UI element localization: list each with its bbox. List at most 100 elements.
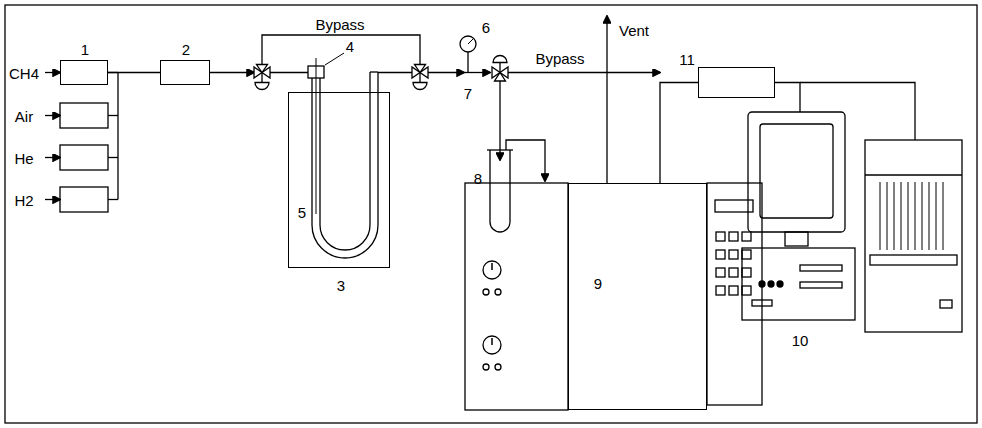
- valve-body: [495, 73, 506, 82]
- gc-key: [729, 268, 738, 277]
- furnace: 3: [288, 92, 390, 268]
- gc-key: [716, 286, 725, 295]
- monitor: [748, 112, 845, 232]
- connector-line: [775, 83, 800, 113]
- gas-line: [108, 157, 118, 158]
- gas-line: [108, 115, 118, 116]
- valve-actuator: [255, 83, 269, 90]
- computer-button: [777, 281, 783, 287]
- gas-line: [378, 72, 412, 73]
- printer-paper: [915, 182, 916, 250]
- monitor-stand: [785, 232, 808, 246]
- cold-trap: [490, 150, 510, 232]
- printer-paper: [936, 182, 937, 250]
- printer-paper: [880, 182, 881, 250]
- manifold-line: [117, 73, 118, 200]
- bypass-line: [262, 35, 420, 64]
- valve-stem: [261, 73, 262, 83]
- bypass-line: [508, 72, 660, 73]
- pressure-gauge: [460, 36, 476, 52]
- gauge-needle: [468, 39, 473, 44]
- feed-arrow: [45, 157, 60, 158]
- printer-paper: [929, 182, 930, 250]
- gas-label: H2: [14, 192, 33, 207]
- cold-trap: [487, 149, 513, 150]
- gc-knob: [483, 289, 489, 295]
- sample-line: [506, 140, 545, 181]
- gc-knob: [483, 364, 489, 370]
- printer-paper: [908, 182, 909, 250]
- vent-line: [606, 16, 607, 183]
- callout-number: 3: [337, 278, 345, 293]
- gc-display: [715, 200, 753, 212]
- gc-dial: [483, 336, 501, 354]
- callout-number: 10: [792, 333, 809, 348]
- u-tube-reactor: [320, 72, 370, 250]
- valve-stem: [419, 73, 420, 83]
- gc-oven-panel: [465, 183, 568, 410]
- feed-arrow: [45, 115, 60, 116]
- connector-line: [660, 83, 698, 184]
- gc-knob: [495, 364, 501, 370]
- computer-case: [742, 248, 855, 320]
- valve-body: [415, 65, 426, 73]
- part-label: Bypass: [535, 51, 584, 66]
- gas-line: [428, 72, 464, 73]
- valve-actuator: [413, 83, 427, 90]
- gauge-stem: [467, 52, 468, 73]
- printer-paper: [887, 182, 888, 250]
- valve-stem: [499, 63, 500, 73]
- printer-paper: [922, 182, 923, 250]
- printer-detail: [865, 174, 962, 175]
- gc-key: [729, 250, 738, 259]
- printer-paper: [901, 182, 902, 250]
- disk-drive: [800, 282, 842, 288]
- computer-button: [759, 281, 765, 287]
- gc-key: [729, 232, 738, 241]
- printer-paper: [894, 182, 895, 250]
- part-label: 5: [298, 205, 306, 220]
- part-label: 4: [346, 39, 354, 54]
- feed-arrow: [45, 199, 60, 200]
- callout-number: 1: [81, 42, 89, 57]
- data-cable: [800, 83, 915, 141]
- gas-line: [108, 199, 118, 200]
- part-label: 6: [482, 20, 490, 35]
- connector-line: [108, 72, 160, 73]
- gc-key: [716, 268, 725, 277]
- gc-key: [729, 286, 738, 295]
- printer-button: [940, 300, 952, 308]
- gc-dial-pointer: [491, 338, 493, 345]
- callout-number: 2: [182, 42, 190, 57]
- gc-key: [742, 232, 751, 241]
- u-tube-reactor: [370, 71, 378, 72]
- gas-chromatograph: 9: [568, 183, 707, 410]
- gas-label: Air: [15, 108, 33, 123]
- thermocouple: [316, 58, 317, 214]
- gc-key: [716, 232, 725, 241]
- printer-tray: [870, 255, 957, 265]
- mass-flow-controller: [60, 145, 108, 170]
- computer: 10: [740, 112, 855, 322]
- part-label: 7: [464, 86, 472, 101]
- callout-number: 9: [594, 276, 602, 291]
- gas-line: [210, 72, 254, 73]
- monitor-screen: [760, 124, 833, 218]
- disk-drive: [800, 265, 842, 271]
- gc-key: [742, 286, 751, 295]
- mixer-box: 2: [160, 60, 210, 85]
- gas-line: [499, 81, 500, 160]
- part-label: Vent: [619, 23, 649, 38]
- outer-frame: [5, 5, 977, 423]
- valve-body: [257, 65, 268, 73]
- gc-dial-pointer: [491, 263, 493, 270]
- gc-key: [742, 250, 751, 259]
- gc-key: [716, 250, 725, 259]
- gc-control-panel: [707, 183, 762, 405]
- gc-knob: [495, 289, 501, 295]
- printer-paper: [943, 182, 944, 250]
- computer-detail: [752, 300, 772, 306]
- gas-label: CH4: [9, 65, 39, 80]
- callout-number: 11: [679, 52, 695, 67]
